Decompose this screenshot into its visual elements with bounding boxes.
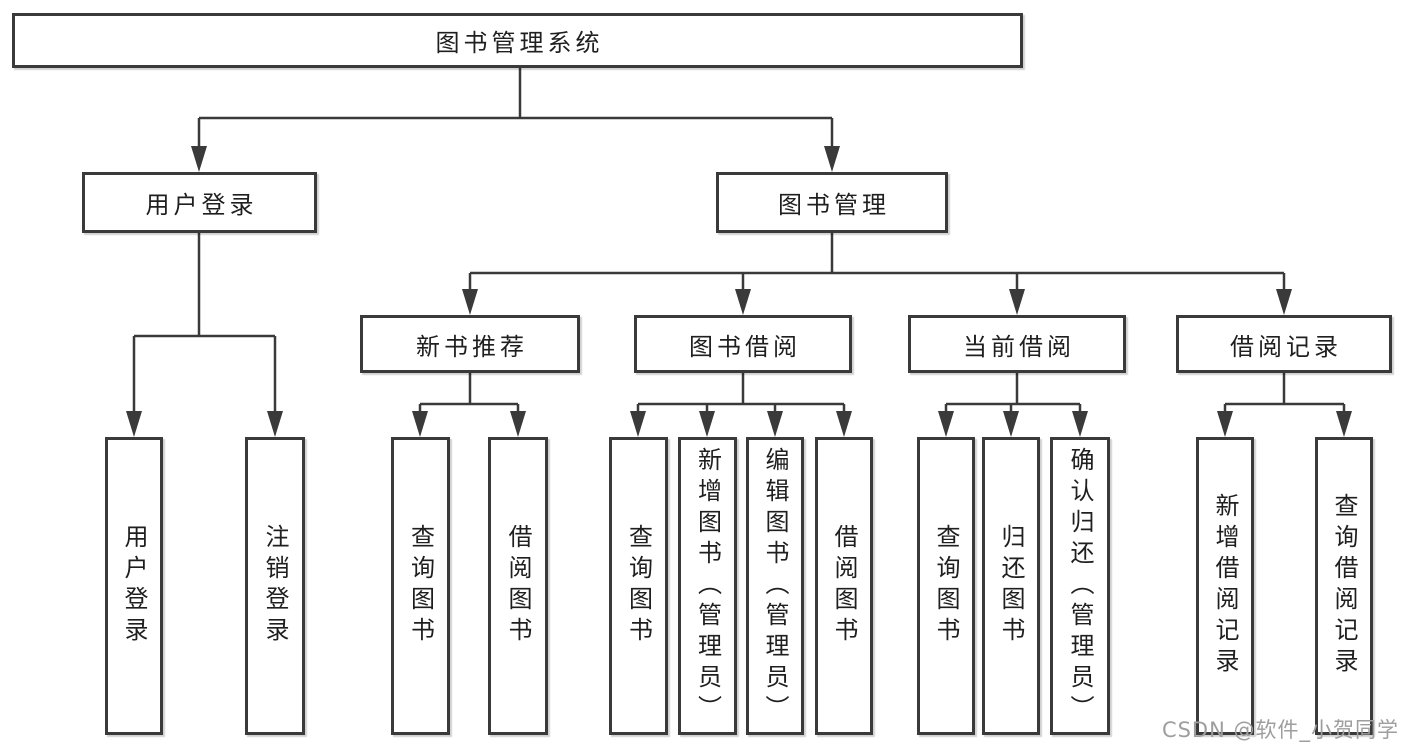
node-book-borrow: 图书借阅: [634, 315, 852, 373]
node-leaf-br-add-record: 新增借阅记录: [1196, 437, 1254, 735]
node-leaf-logout-label: 注销登录: [261, 524, 289, 648]
node-leaf-cb-confirm-return-label: 确认归还（管理员）: [1066, 446, 1094, 726]
node-new-book-rec-label: 新书推荐: [416, 332, 528, 361]
node-user-login-branch-label: 用户登录: [145, 191, 258, 219]
node-leaf-bb-borrow-book: 借阅图书: [815, 437, 873, 735]
node-leaf-cb-query-book: 查询图书: [917, 437, 975, 735]
node-root: 图书管理系统: [12, 13, 1023, 68]
node-current-borrow-label: 当前借阅: [963, 332, 1075, 361]
node-leaf-bb-query-book: 查询图书: [609, 437, 668, 735]
node-leaf-cb-confirm-return: 确认归还（管理员）: [1050, 437, 1110, 735]
node-book-mgmt-branch: 图书管理: [716, 172, 948, 233]
node-borrow-records-label: 借阅记录: [1230, 332, 1342, 361]
node-leaf-rec-borrow-book: 借阅图书: [488, 437, 548, 735]
node-leaf-user-login: 用户登录: [105, 437, 163, 735]
node-leaf-cb-return-book-label: 归还图书: [997, 524, 1025, 648]
node-current-borrow: 当前借阅: [908, 315, 1126, 373]
watermark: CSDN @软件_小贺同学: [1161, 718, 1399, 742]
node-leaf-rec-query-book-label: 查询图书: [406, 524, 435, 648]
node-leaf-br-query-record: 查询借阅记录: [1315, 437, 1373, 735]
node-root-label: 图书管理系统: [435, 29, 604, 57]
node-leaf-bb-add-book: 新增图书（管理员）: [678, 437, 737, 735]
node-book-borrow-label: 图书借阅: [689, 332, 801, 361]
node-borrow-records: 借阅记录: [1176, 315, 1392, 373]
node-leaf-br-query-record-label: 查询借阅记录: [1330, 493, 1358, 679]
node-leaf-rec-query-book: 查询图书: [391, 437, 450, 735]
node-leaf-logout: 注销登录: [245, 437, 305, 735]
node-leaf-user-login-label: 用户登录: [120, 524, 148, 648]
node-leaf-bb-add-book-label: 新增图书（管理员）: [693, 446, 722, 726]
node-leaf-bb-edit-book-label: 编辑图书（管理员）: [761, 446, 789, 726]
node-book-mgmt-branch-label: 图书管理: [778, 191, 890, 219]
node-leaf-cb-return-book: 归还图书: [982, 437, 1040, 735]
node-leaf-cb-query-book-label: 查询图书: [932, 524, 960, 648]
node-leaf-bb-edit-book: 编辑图书（管理员）: [746, 437, 804, 735]
node-leaf-bb-query-book-label: 查询图书: [624, 524, 653, 648]
node-leaf-rec-borrow-book-label: 借阅图书: [504, 524, 532, 648]
node-leaf-br-add-record-label: 新增借阅记录: [1211, 493, 1239, 679]
arrowhead-icons: [126, 146, 1352, 437]
node-user-login-branch: 用户登录: [82, 172, 317, 233]
node-leaf-bb-borrow-book-label: 借阅图书: [830, 524, 858, 648]
node-new-book-rec: 新书推荐: [360, 315, 580, 373]
